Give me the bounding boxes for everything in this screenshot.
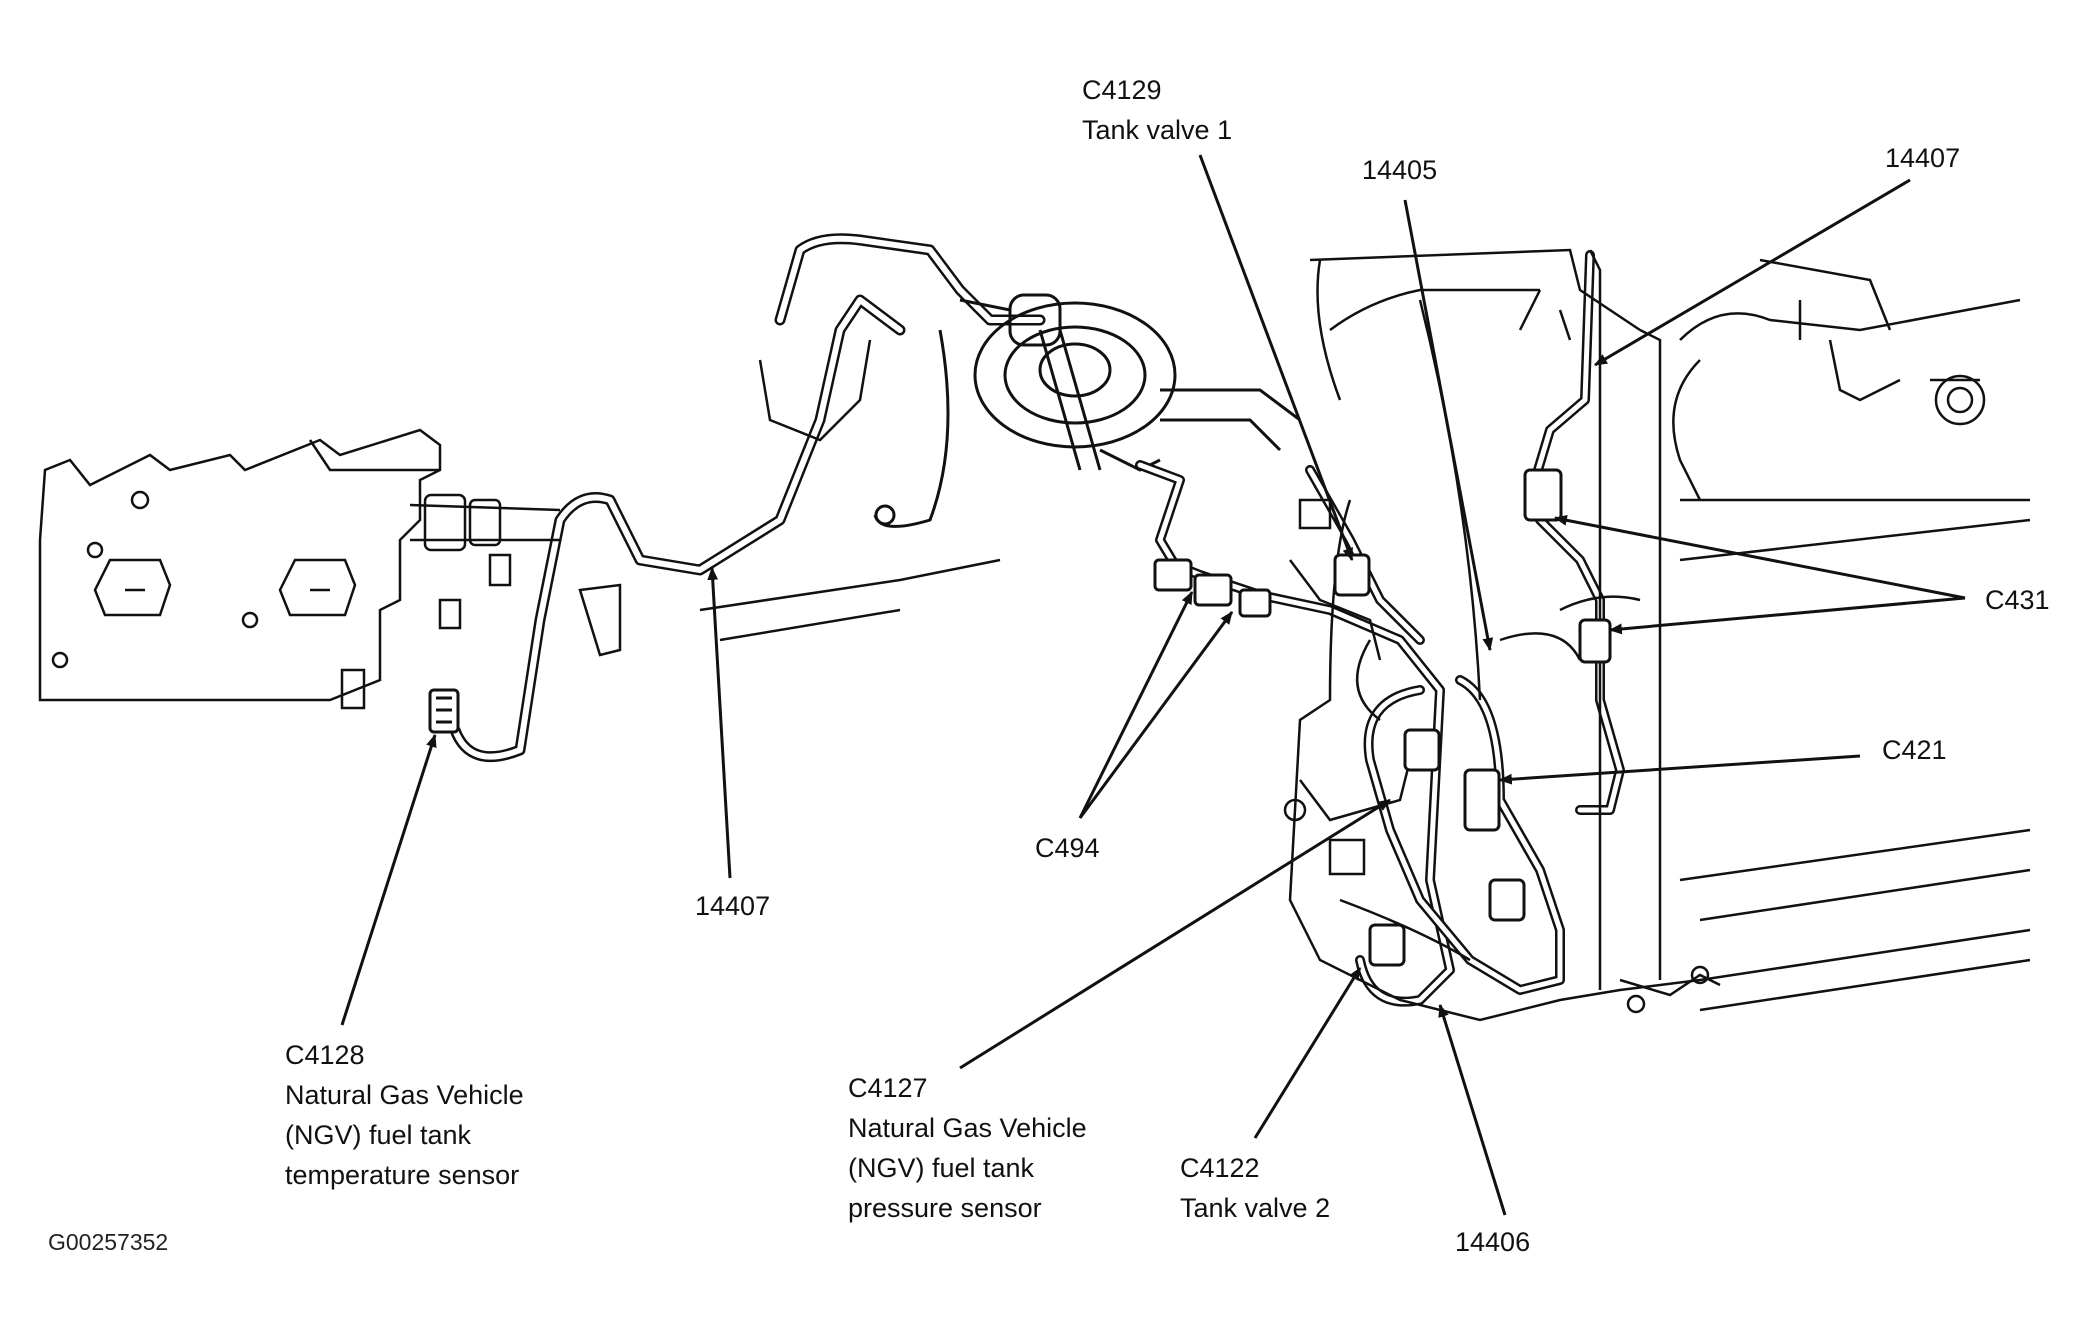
harness-14405-inner [1137,462,1453,1005]
callout-14406: 14406 [1455,1222,1530,1262]
callout-14405-code: 14405 [1362,155,1438,185]
callout-c4128-desc-2: (NGV) fuel tank [285,1120,472,1150]
callout-14406-code: 14406 [1455,1227,1531,1257]
leader-c431-a [1553,514,1966,600]
callout-14407-mid: 14407 [695,886,770,926]
figure-id: G00257352 [48,1229,169,1255]
callout-14407-top: 14407 [1885,138,1960,178]
callout-c4122-desc: Tank valve 2 [1180,1193,1331,1223]
callout-c4129-code: C4129 [1082,75,1162,105]
callout-c4122: C4122 Tank valve 2 [1180,1148,1330,1228]
leader-c4127 [959,798,1391,1070]
fuel-tank-structure [1283,248,2031,1022]
callout-c494-code: C494 [1035,833,1100,863]
callout-c4128-desc-1: Natural Gas Vehicle [285,1080,524,1110]
callout-c4127-desc-1: Natural Gas Vehicle [848,1113,1087,1143]
callout-c4129-desc: Tank valve 1 [1082,115,1233,145]
leader-lines [340,154,1966,1216]
harness-14407-left-inner [452,235,1043,760]
connector-c4128 [428,688,460,734]
callout-c4127-desc-3: pressure sensor [848,1193,1042,1223]
callout-c4127: C4127 Natural Gas Vehicle (NGV) fuel tan… [848,1068,1087,1228]
leader-c494-a [1078,591,1194,819]
callout-c4122-code: C4122 [1180,1153,1260,1183]
harness-14407-right-inner [1532,252,1623,813]
connector-c4129 [1333,553,1371,597]
callout-c431: C431 [1985,580,2050,620]
connector-c421 [1463,768,1501,832]
connector-c431-upper [1523,468,1563,522]
connector-c494-a [1153,558,1193,592]
leader-c4129 [1198,154,1354,562]
connector-c494-b [1193,573,1233,607]
leader-c431-b [1608,596,1966,635]
callout-14405: 14405 [1362,150,1437,190]
callout-c4128-code: C4128 [285,1040,365,1070]
callout-c421: C421 [1882,730,1947,770]
leader-c4122 [1253,967,1362,1139]
connector-c431-lower [1578,618,1612,664]
callout-c421-code: C421 [1882,735,1947,765]
leader-14406 [1438,1003,1507,1216]
callout-14407-top-code: 14407 [1885,143,1961,173]
mounting-bracket [38,428,442,710]
connectors [1153,468,1612,967]
leader-14407-mid [707,566,732,879]
valve-assembly [873,293,1301,528]
callout-14407-mid-code: 14407 [695,891,771,921]
leader-c494-b [1078,611,1234,819]
leader-14405 [1403,199,1494,652]
leader-14407-top [1594,178,1911,367]
fuel-line-fittings [409,339,1001,657]
harness-14407-left [449,233,1046,763]
harness-14405 [1135,460,1455,1007]
connector-c4122 [1368,923,1406,967]
leader-c421 [1498,754,1861,785]
callout-c494: C494 [1035,828,1100,868]
callout-c4127-code: C4127 [848,1073,928,1103]
callout-c4128: C4128 Natural Gas Vehicle (NGV) fuel tan… [285,1035,524,1195]
callout-c4128-desc-3: temperature sensor [285,1160,520,1190]
harness-14406-inner [1366,677,1563,993]
callout-c4127-desc-2: (NGV) fuel tank [848,1153,1035,1183]
callout-c431-code: C431 [1985,585,2050,615]
leader-c4128 [340,733,437,1026]
callout-c4129: C4129 Tank valve 1 [1082,70,1232,150]
